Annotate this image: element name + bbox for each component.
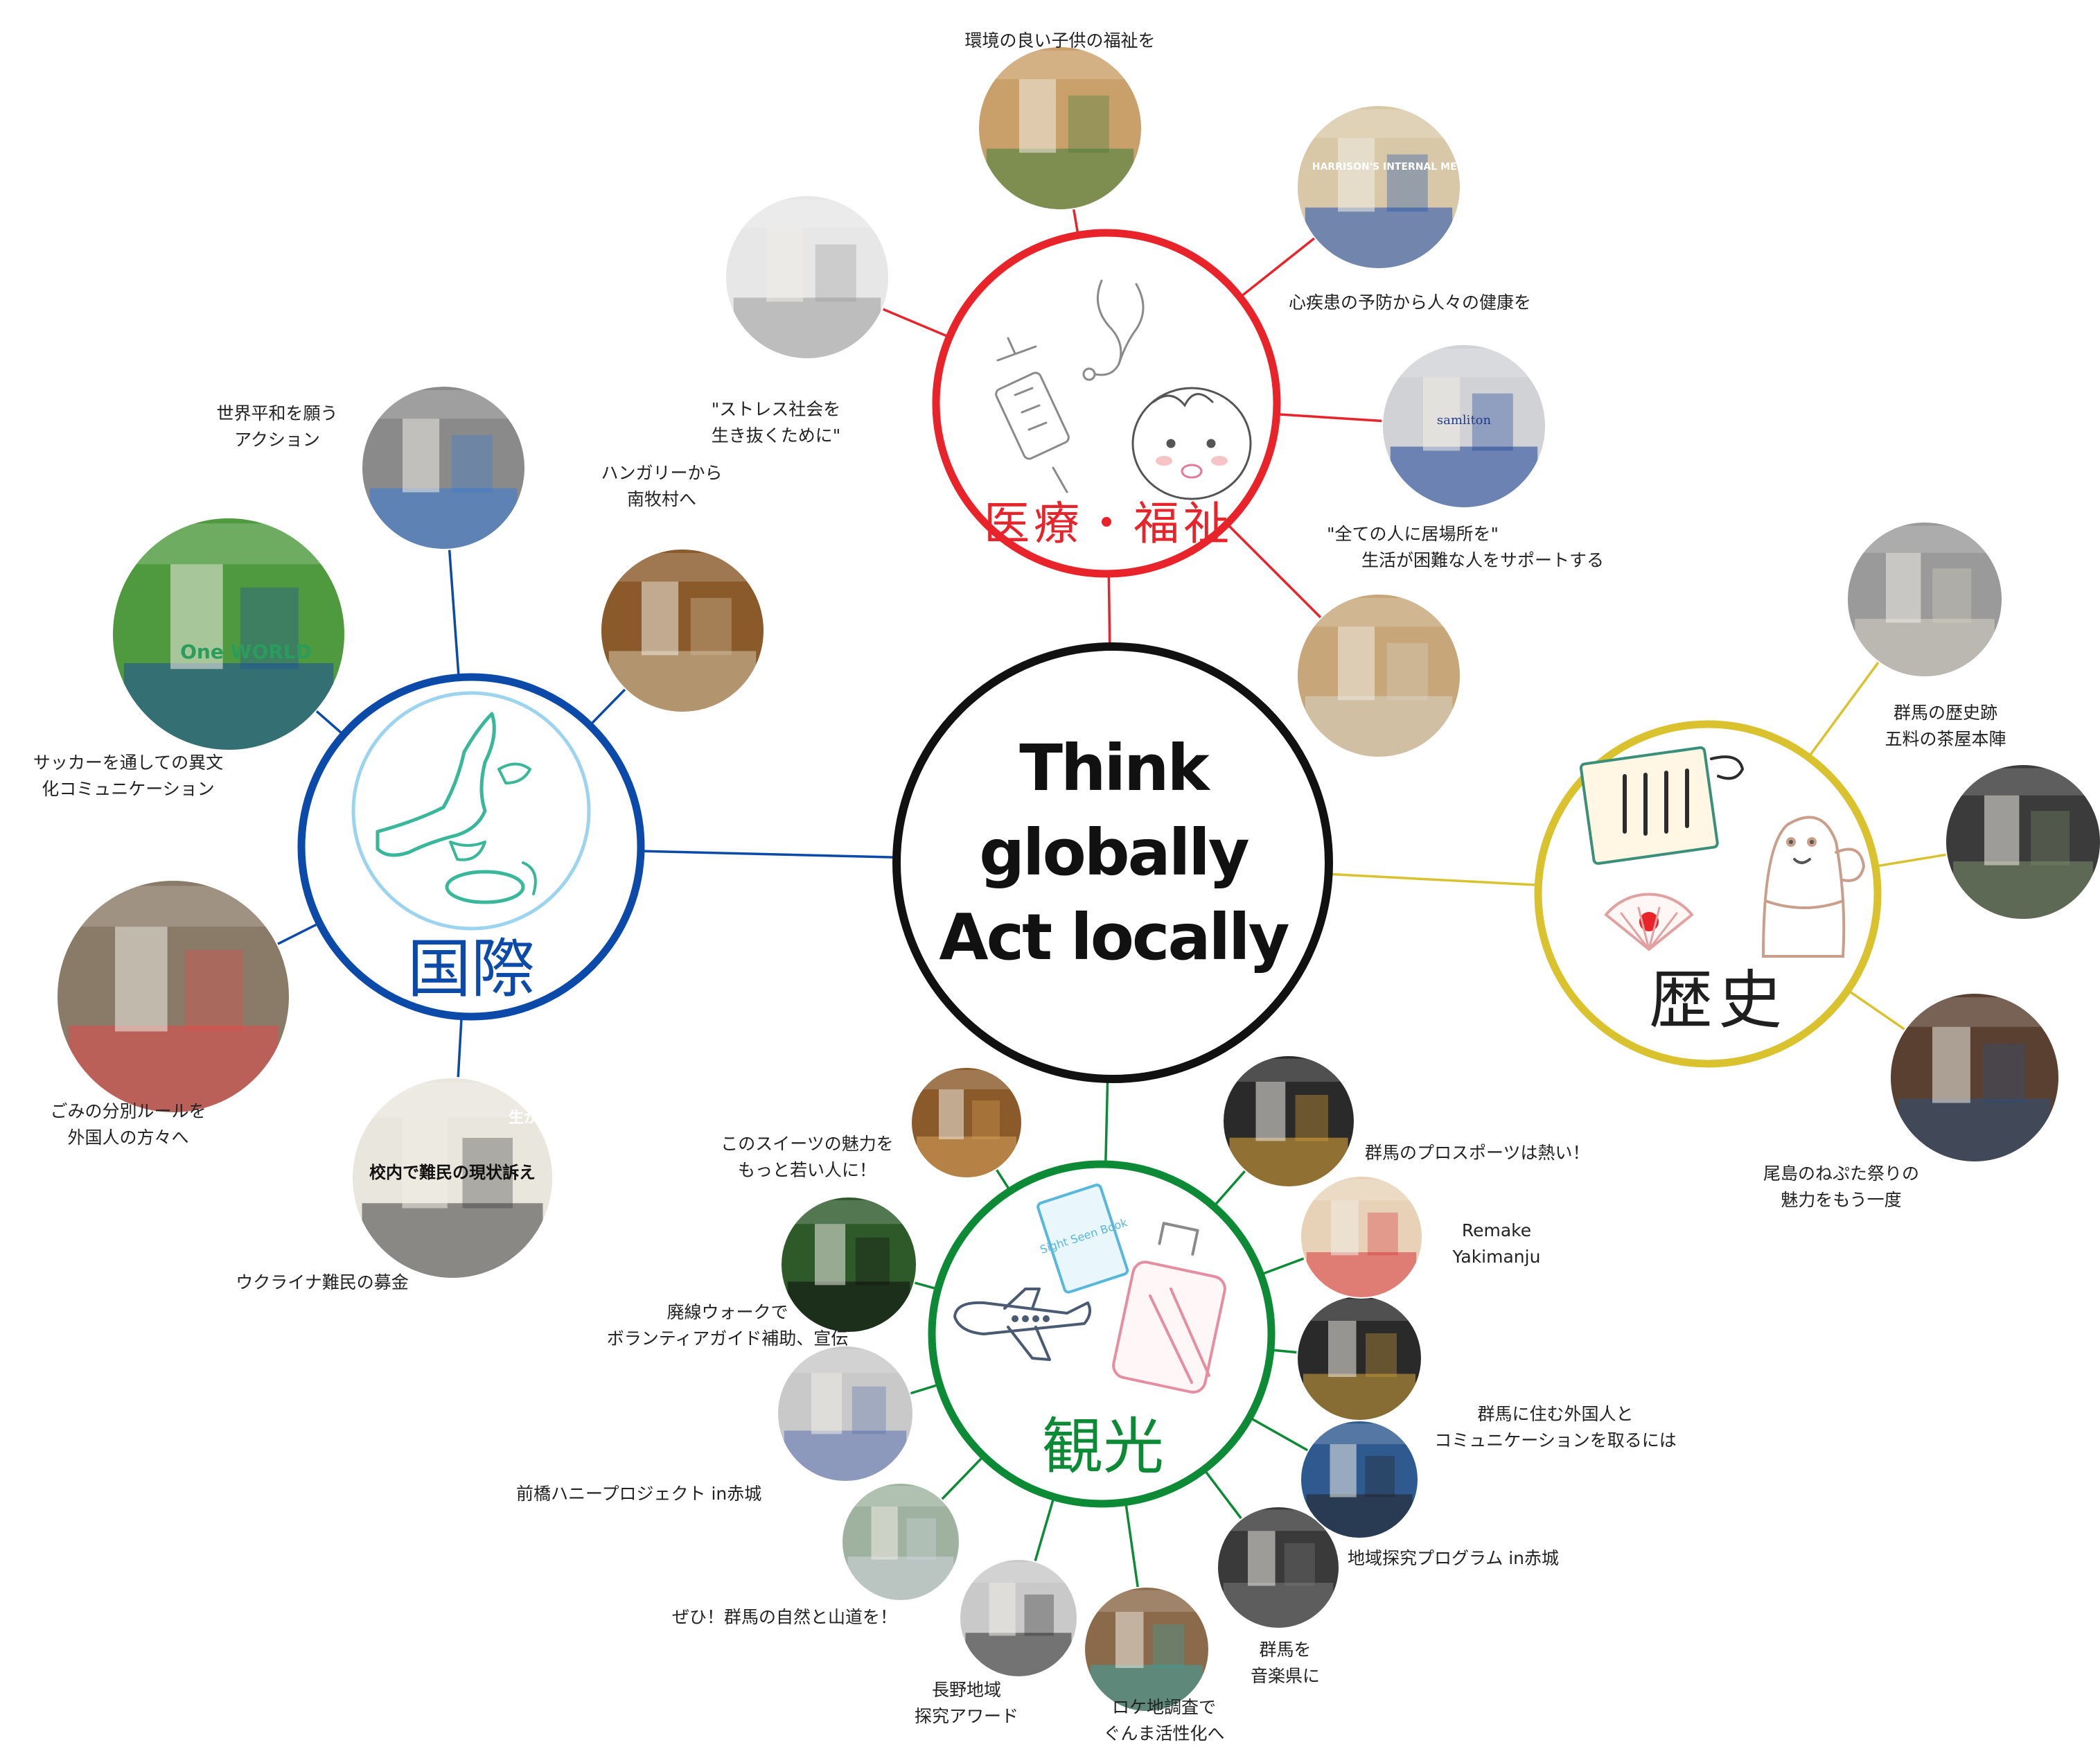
- syringe-icon: [995, 337, 1070, 493]
- medical-category-circle: [932, 229, 1281, 578]
- label-honey: 前橋ハニープロジェクト in赤城: [516, 1484, 762, 1504]
- photo-tankyu: [1300, 1420, 1419, 1539]
- center-hub: [892, 642, 1333, 1083]
- oneworld-banner-text: One WORLD: [180, 640, 312, 663]
- medical-category-label: 医療・福祉: [984, 497, 1233, 550]
- photo-rekishiato: [1846, 521, 2003, 678]
- label-yakimanju: Remake Yakimanju: [1452, 1220, 1541, 1267]
- folding-fan-icon: [1604, 893, 1694, 951]
- history-category-label: 歴史: [1649, 963, 1788, 1037]
- suitcase-icon: [1112, 1222, 1226, 1394]
- newspaper-headline-text: 校内で難民の現状訴え: [369, 1162, 536, 1182]
- label-gomi: ごみの分別ルールを 外国人の方々へ: [50, 1101, 206, 1148]
- international-category-circle: [297, 673, 645, 1021]
- photo-board: [1296, 593, 1461, 758]
- label-kankyo: 環境の良い子供の福祉を: [964, 30, 1156, 51]
- label-shinshikkan: 心疾患の予防から人々の健康を: [1289, 292, 1532, 313]
- harrison-book-text: HARRISON'S INTERNAL MEDICINE: [1312, 161, 1494, 173]
- label-ongaku: 群馬を 音楽県に: [1250, 1640, 1320, 1686]
- photo-hungary: [600, 548, 765, 713]
- photo-gaikokujin: [1296, 1295, 1422, 1421]
- photo-kankyo: [978, 46, 1142, 211]
- photo-shizen: [841, 1482, 960, 1601]
- scroll-icon: [1579, 746, 1744, 866]
- label-ukraine: ウクライナ難民の募金: [236, 1272, 409, 1292]
- photo-sekaiheiwa: [361, 385, 526, 550]
- stethoscope-icon: [1082, 279, 1145, 381]
- photo-honey: [777, 1345, 914, 1482]
- photo-ibasho: [1382, 344, 1546, 509]
- tourism-category-label: 観光: [1042, 1411, 1164, 1482]
- label-shizen: ぜひ！群馬の自然と山道を！: [672, 1607, 898, 1627]
- label-location: ロケ地調査で ぐんま活性化へ: [1103, 1697, 1225, 1744]
- center-title: Think globally Act locally: [939, 731, 1289, 974]
- photo-yakimanju: [1300, 1175, 1423, 1299]
- guidebook-icon: Sight Seen Book: [1036, 1184, 1129, 1294]
- international-category-label: 国際: [407, 932, 535, 1006]
- haniwa-icon: [1761, 816, 1866, 958]
- photo-shinshikkan: [1296, 105, 1461, 270]
- baby-face-icon: [1131, 387, 1252, 500]
- tourism-category-circle: [928, 1160, 1276, 1508]
- label-gaikokujin: 群馬に住む外国人と コミュニケーションを取るには: [1434, 1404, 1677, 1450]
- label-nagano: 長野地域 探究アワード: [914, 1680, 1018, 1726]
- photo-sweets: [910, 1066, 1023, 1179]
- photo-chaya: [1945, 764, 2100, 920]
- label-prosports: 群馬のプロスポーツは熱い！: [1365, 1143, 1590, 1163]
- samliton-sign-text: samliton: [1437, 413, 1492, 428]
- photo-gomi: [56, 879, 290, 1114]
- newspaper-side-text: 生が募金活動: [509, 1109, 600, 1127]
- label-haisen: 廃線ウォークで ボランティアガイド補助、宣伝: [606, 1302, 849, 1349]
- photo-nagano: [959, 1559, 1078, 1678]
- japan-map-icon: [351, 691, 591, 931]
- photo-soccer: [112, 517, 346, 751]
- photo-ukraine: [351, 1077, 554, 1279]
- label-soccer: サッカーを通しての異文 化コミュニケーション: [33, 753, 224, 799]
- label-hungary: ハンガリーから 南牧村へ: [601, 463, 723, 509]
- photo-ongaku: [1217, 1506, 1340, 1629]
- label-rekishiato: 群馬の歴史跡 五料の茶屋本陣: [1885, 703, 2006, 749]
- label-tankyu: 地域探究プログラム in赤城: [1348, 1548, 1559, 1568]
- photo-circles: [56, 46, 2100, 1712]
- photo-nebuta: [1889, 992, 2060, 1163]
- label-sweets: このスイーツの魅力を もっと若い人に！: [721, 1134, 894, 1180]
- photo-stress: [725, 195, 890, 360]
- label-ibasho: "全ての人に居場所を" 生活が困難な人をサポートする: [1327, 524, 1605, 570]
- label-nebuta: 尾島のねぷた祭りの 魅力をもう一度: [1763, 1164, 1919, 1210]
- label-stress: "ストレス社会を 生き抜くために": [711, 399, 841, 446]
- label-sekaiheiwa: 世界平和を願う アクション: [216, 403, 338, 450]
- photo-prosports: [1222, 1055, 1355, 1188]
- airplane-icon: [953, 1288, 1092, 1361]
